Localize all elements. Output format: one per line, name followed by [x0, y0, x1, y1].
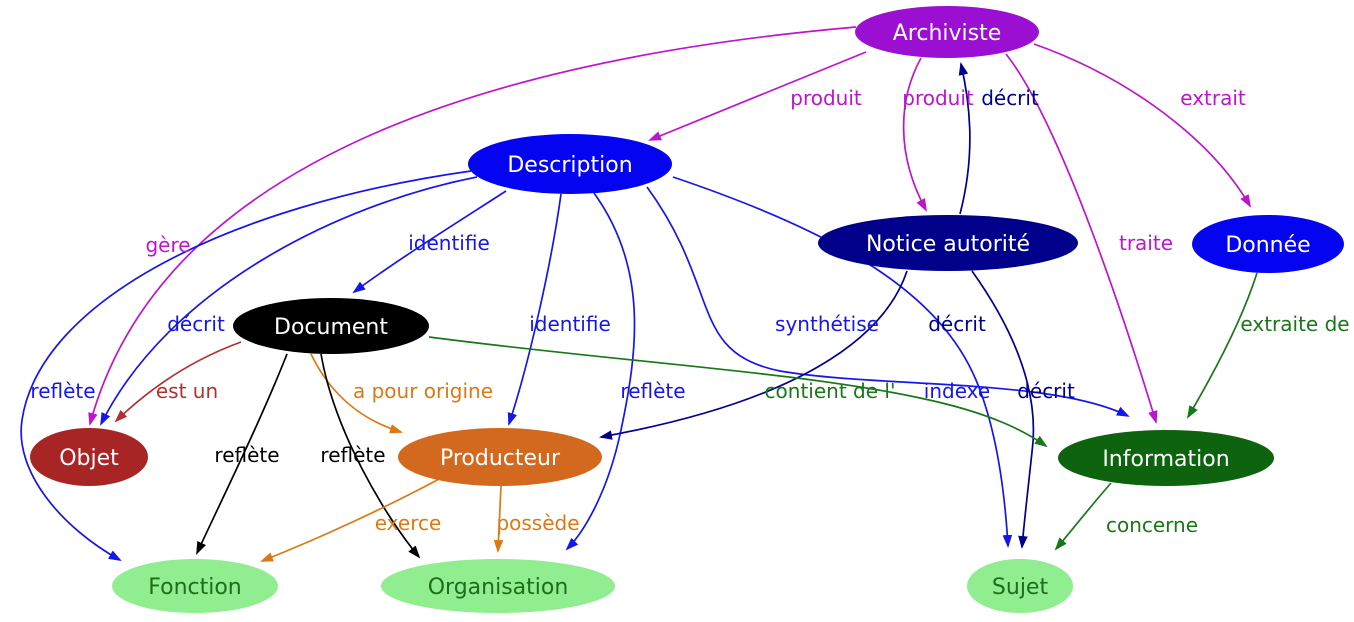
edge-notice-autorite-archiviste: [958, 62, 971, 215]
node-label: Sujet: [992, 575, 1049, 600]
edge-archiviste-description: [648, 51, 867, 141]
edge-document-information: [428, 336, 1048, 448]
node-sujet: Sujet: [967, 559, 1073, 613]
edge-label: décrit: [167, 312, 225, 336]
node-description: Description: [468, 134, 672, 194]
node-ellipse: [233, 298, 429, 354]
edge-label: produit: [902, 86, 974, 110]
edge-label: reflète: [620, 379, 685, 403]
node-objet: Objet: [30, 428, 148, 486]
node-label: Donnée: [1225, 233, 1310, 258]
node-ellipse: [398, 428, 602, 486]
edge-description-organisation: [565, 192, 636, 551]
edge-label: est un: [156, 379, 218, 403]
node-label: Producteur: [440, 446, 561, 471]
edge-archiviste-donnee: [1033, 43, 1251, 208]
edge-document-producteur: [310, 353, 403, 434]
edge-producteur-fonction: [260, 477, 442, 562]
edge-label: reflète: [30, 379, 95, 403]
edge-archiviste-notice-autorite: [902, 57, 927, 212]
edge-label: reflète: [214, 443, 279, 467]
edge-label: gère: [145, 233, 190, 257]
node-producteur: Producteur: [398, 428, 602, 486]
node-archiviste: Archiviste: [855, 6, 1039, 58]
edge-label: traite: [1119, 231, 1173, 255]
edge-label: décrit: [981, 86, 1039, 110]
edge-donnee-information: [1186, 272, 1258, 419]
edge-label: extrait: [1180, 86, 1246, 110]
edge-label: possède: [496, 511, 579, 535]
edge-label: produit: [790, 86, 862, 110]
node-label: Information: [1102, 447, 1229, 472]
edge-information-sujet: [1054, 482, 1112, 551]
node-label: Document: [274, 315, 388, 340]
edge-document-organisation: [320, 353, 421, 559]
node-label: Archiviste: [893, 21, 1002, 46]
node-ellipse: [381, 559, 615, 613]
node-label: Description: [507, 153, 632, 178]
edge-document-objet: [114, 341, 242, 423]
edge-label: décrit: [1017, 379, 1075, 403]
node-ellipse: [468, 134, 672, 194]
edge-description-producteur: [507, 193, 562, 426]
edge-label: contient de l': [765, 379, 896, 403]
edge-label: synthétise: [775, 312, 879, 336]
node-ellipse: [112, 559, 278, 613]
edge-archiviste-objet: [88, 26, 857, 426]
edge-label: reflète: [320, 443, 385, 467]
node-organisation: Organisation: [381, 559, 615, 613]
node-information: Information: [1058, 430, 1274, 486]
edge-label: identifie: [529, 312, 611, 336]
node-ellipse: [30, 428, 148, 486]
edge-description-fonction: [20, 170, 472, 561]
node-label: Objet: [59, 446, 119, 471]
node-document: Document: [233, 298, 429, 354]
edge-notice-autorite-sujet: [971, 270, 1035, 549]
node-notice-autorite: Notice autorité: [818, 215, 1078, 271]
edge-description-objet: [100, 176, 478, 426]
node-ellipse: [1058, 430, 1274, 486]
edge-archiviste-information: [1005, 53, 1158, 424]
edge-label: identifie: [408, 231, 490, 255]
edge-document-fonction: [196, 353, 288, 555]
node-label: Notice autorité: [866, 232, 1030, 257]
edge-label: exerce: [375, 511, 442, 535]
edge-notice-autorite-producteur: [599, 270, 908, 440]
edge-label: concerne: [1106, 513, 1198, 537]
node-ellipse: [967, 559, 1073, 613]
edge-label: indexe: [924, 379, 990, 403]
edge-description-information: [646, 186, 1130, 417]
node-ellipse: [855, 6, 1039, 58]
edge-label: décrit: [928, 312, 986, 336]
node-label: Organisation: [428, 575, 569, 600]
node-label: Fonction: [148, 575, 242, 600]
edge-label: a pour origine: [353, 379, 493, 403]
node-ellipse: [1192, 215, 1344, 273]
node-ellipse: [818, 215, 1078, 271]
edge-description-document: [352, 190, 507, 294]
edge-description-sujet: [672, 176, 1013, 548]
node-fonction: Fonction: [112, 559, 278, 613]
edge-label: extraite de: [1240, 312, 1349, 336]
edge-producteur-organisation: [493, 485, 504, 553]
node-donnee: Donnée: [1192, 215, 1344, 273]
